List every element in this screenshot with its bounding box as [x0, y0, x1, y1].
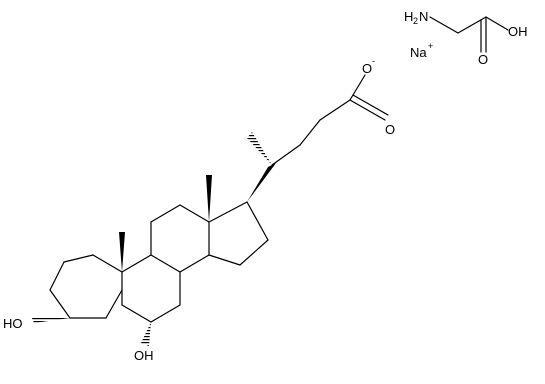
glycine-bonds — [429, 16, 509, 53]
glycine-oh-label: OH — [508, 24, 528, 39]
atom-labels: HO OH O - O — [3, 56, 395, 363]
glycine-amine-h: H — [404, 9, 413, 24]
oh-6-label: OH — [134, 348, 154, 363]
glycine-amine-n: N — [419, 9, 428, 24]
glycine-o-label: O — [478, 52, 488, 67]
wedge-bonds — [119, 163, 276, 272]
glycine-labels: H 2 N OH O — [404, 9, 528, 67]
sodium-charge: + — [428, 41, 433, 51]
ho-3-label: HO — [3, 316, 23, 331]
sodium-symbol: Na — [410, 45, 427, 60]
carboxylate-charge-label: - — [372, 56, 375, 66]
sodium-ion: Na + — [410, 41, 433, 60]
carboxylate-o-minus-label: O — [362, 61, 372, 76]
glycine-amine-sub: 2 — [413, 16, 418, 26]
hashed-bonds — [32, 132, 272, 346]
carboxylate-o-double-label: O — [385, 122, 395, 137]
steroid-bonds — [49, 74, 389, 323]
